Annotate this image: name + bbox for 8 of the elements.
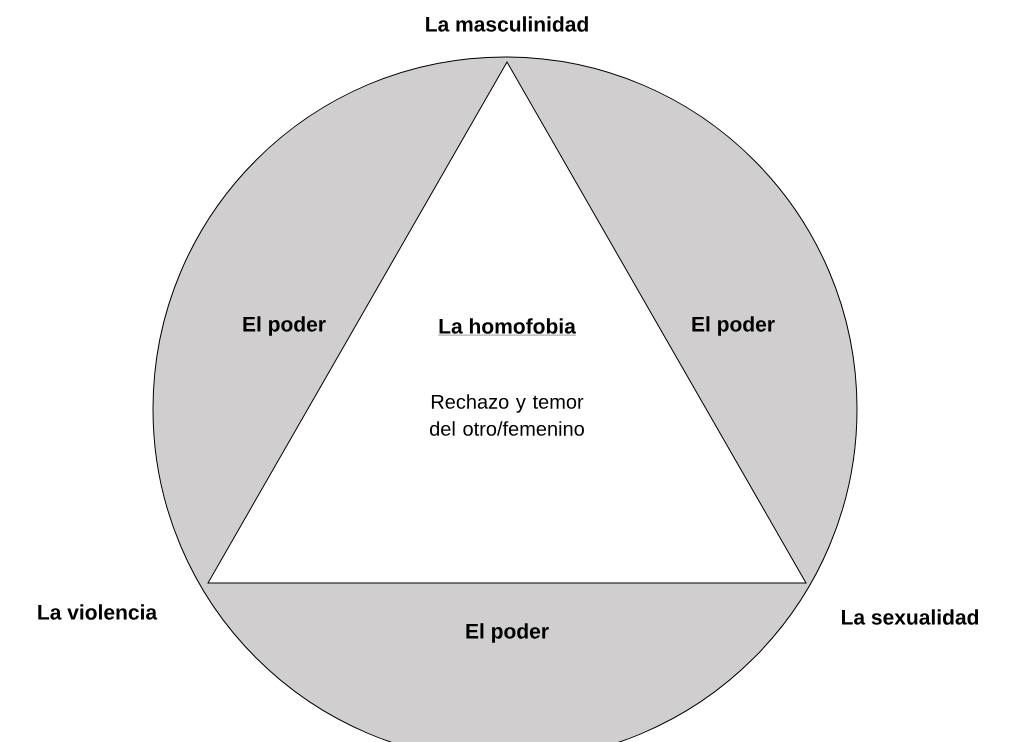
corner-label: La violencia [38,604,158,620]
region-label: El poder [243,316,326,336]
description: Rechazo y temor del otro/femenino [430,394,584,436]
heading: La homofobia [438,318,577,336]
region-label: El poder [692,316,775,336]
corner-label: La sexualidad [842,609,979,625]
region-label: El poder [466,623,549,643]
corner-label: La masculinidad [426,16,588,32]
